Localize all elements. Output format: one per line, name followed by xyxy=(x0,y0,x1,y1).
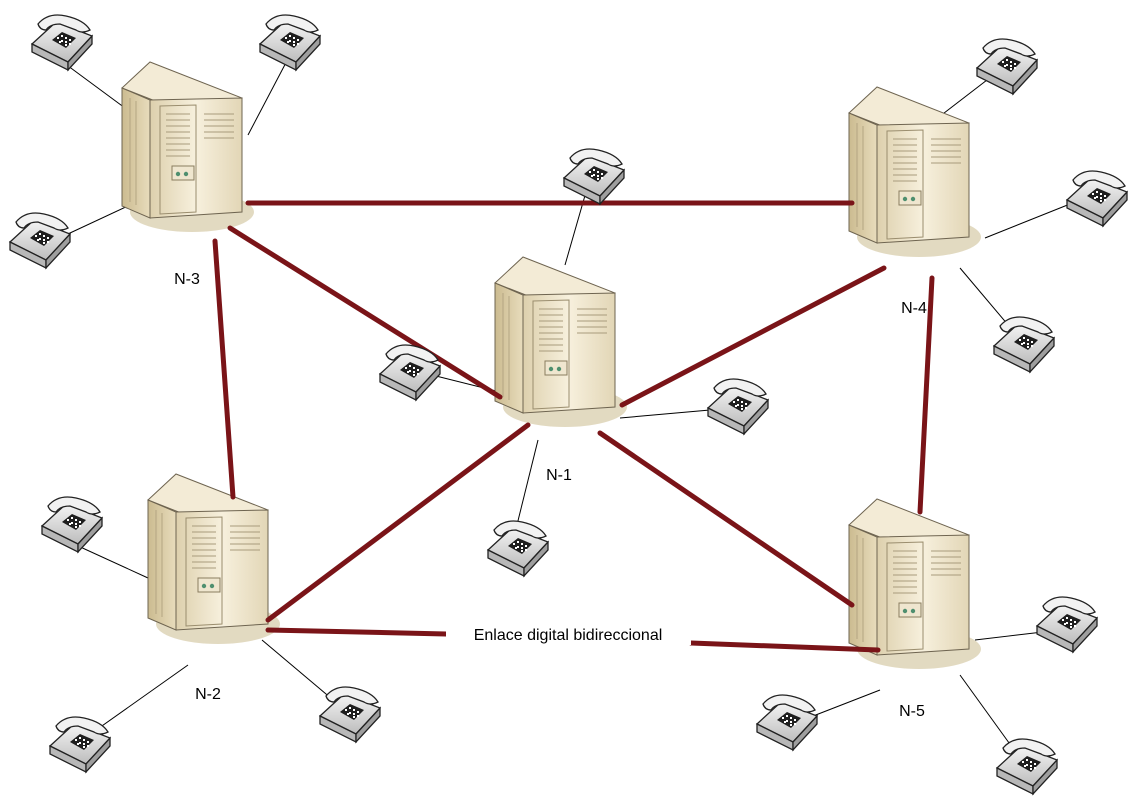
telephone-icon xyxy=(319,686,381,743)
telephone-icon xyxy=(707,378,769,435)
node-label-n5: N-5 xyxy=(899,703,925,720)
trunk-link xyxy=(917,275,935,515)
node-label-n4: N-4 xyxy=(901,300,927,317)
trunk-links xyxy=(212,200,935,653)
phone-line xyxy=(564,184,589,266)
node-label-n1: N-1 xyxy=(546,467,572,484)
trunk-link xyxy=(688,640,881,653)
server-icon xyxy=(147,473,281,645)
servers xyxy=(121,61,982,670)
link-label: Enlace digital bidireccional xyxy=(474,627,663,644)
phone-line xyxy=(619,409,711,419)
telephone-icon xyxy=(756,694,818,751)
telephone-icon xyxy=(9,212,71,269)
telephone-icon xyxy=(563,148,625,205)
telephone-icon xyxy=(259,14,321,71)
trunk-link xyxy=(265,627,449,637)
phone-line xyxy=(247,54,291,136)
trunk-link xyxy=(597,430,855,608)
node-label-n3: N-3 xyxy=(174,271,200,288)
trunk-link xyxy=(265,422,531,623)
telephone-icon xyxy=(49,716,111,773)
telephone-icon xyxy=(41,496,103,553)
trunk-link xyxy=(227,225,503,400)
telephone-icon xyxy=(487,520,549,577)
server-icon xyxy=(848,86,982,258)
link-labels: Enlace digital bidireccional xyxy=(446,623,691,645)
telephone-icon xyxy=(1066,170,1128,227)
node-label-n2: N-2 xyxy=(195,686,221,703)
phone-line xyxy=(59,59,126,109)
telephone-icon xyxy=(1036,596,1098,653)
trunk-link xyxy=(619,265,887,408)
trunk-link xyxy=(212,238,236,500)
telephone-icon xyxy=(996,738,1058,795)
server-icon xyxy=(121,61,255,233)
server-icon xyxy=(494,256,628,428)
node-labels: N-3 N-1 N-2 N-4 N-5 xyxy=(174,271,927,720)
link-label-background xyxy=(446,623,691,645)
server-icon xyxy=(848,498,982,670)
telephone-icon xyxy=(993,316,1055,373)
telephone-icon xyxy=(976,38,1038,95)
phone-line xyxy=(984,199,1081,239)
telephone-icon xyxy=(31,14,93,71)
telephone-icon xyxy=(379,344,441,401)
